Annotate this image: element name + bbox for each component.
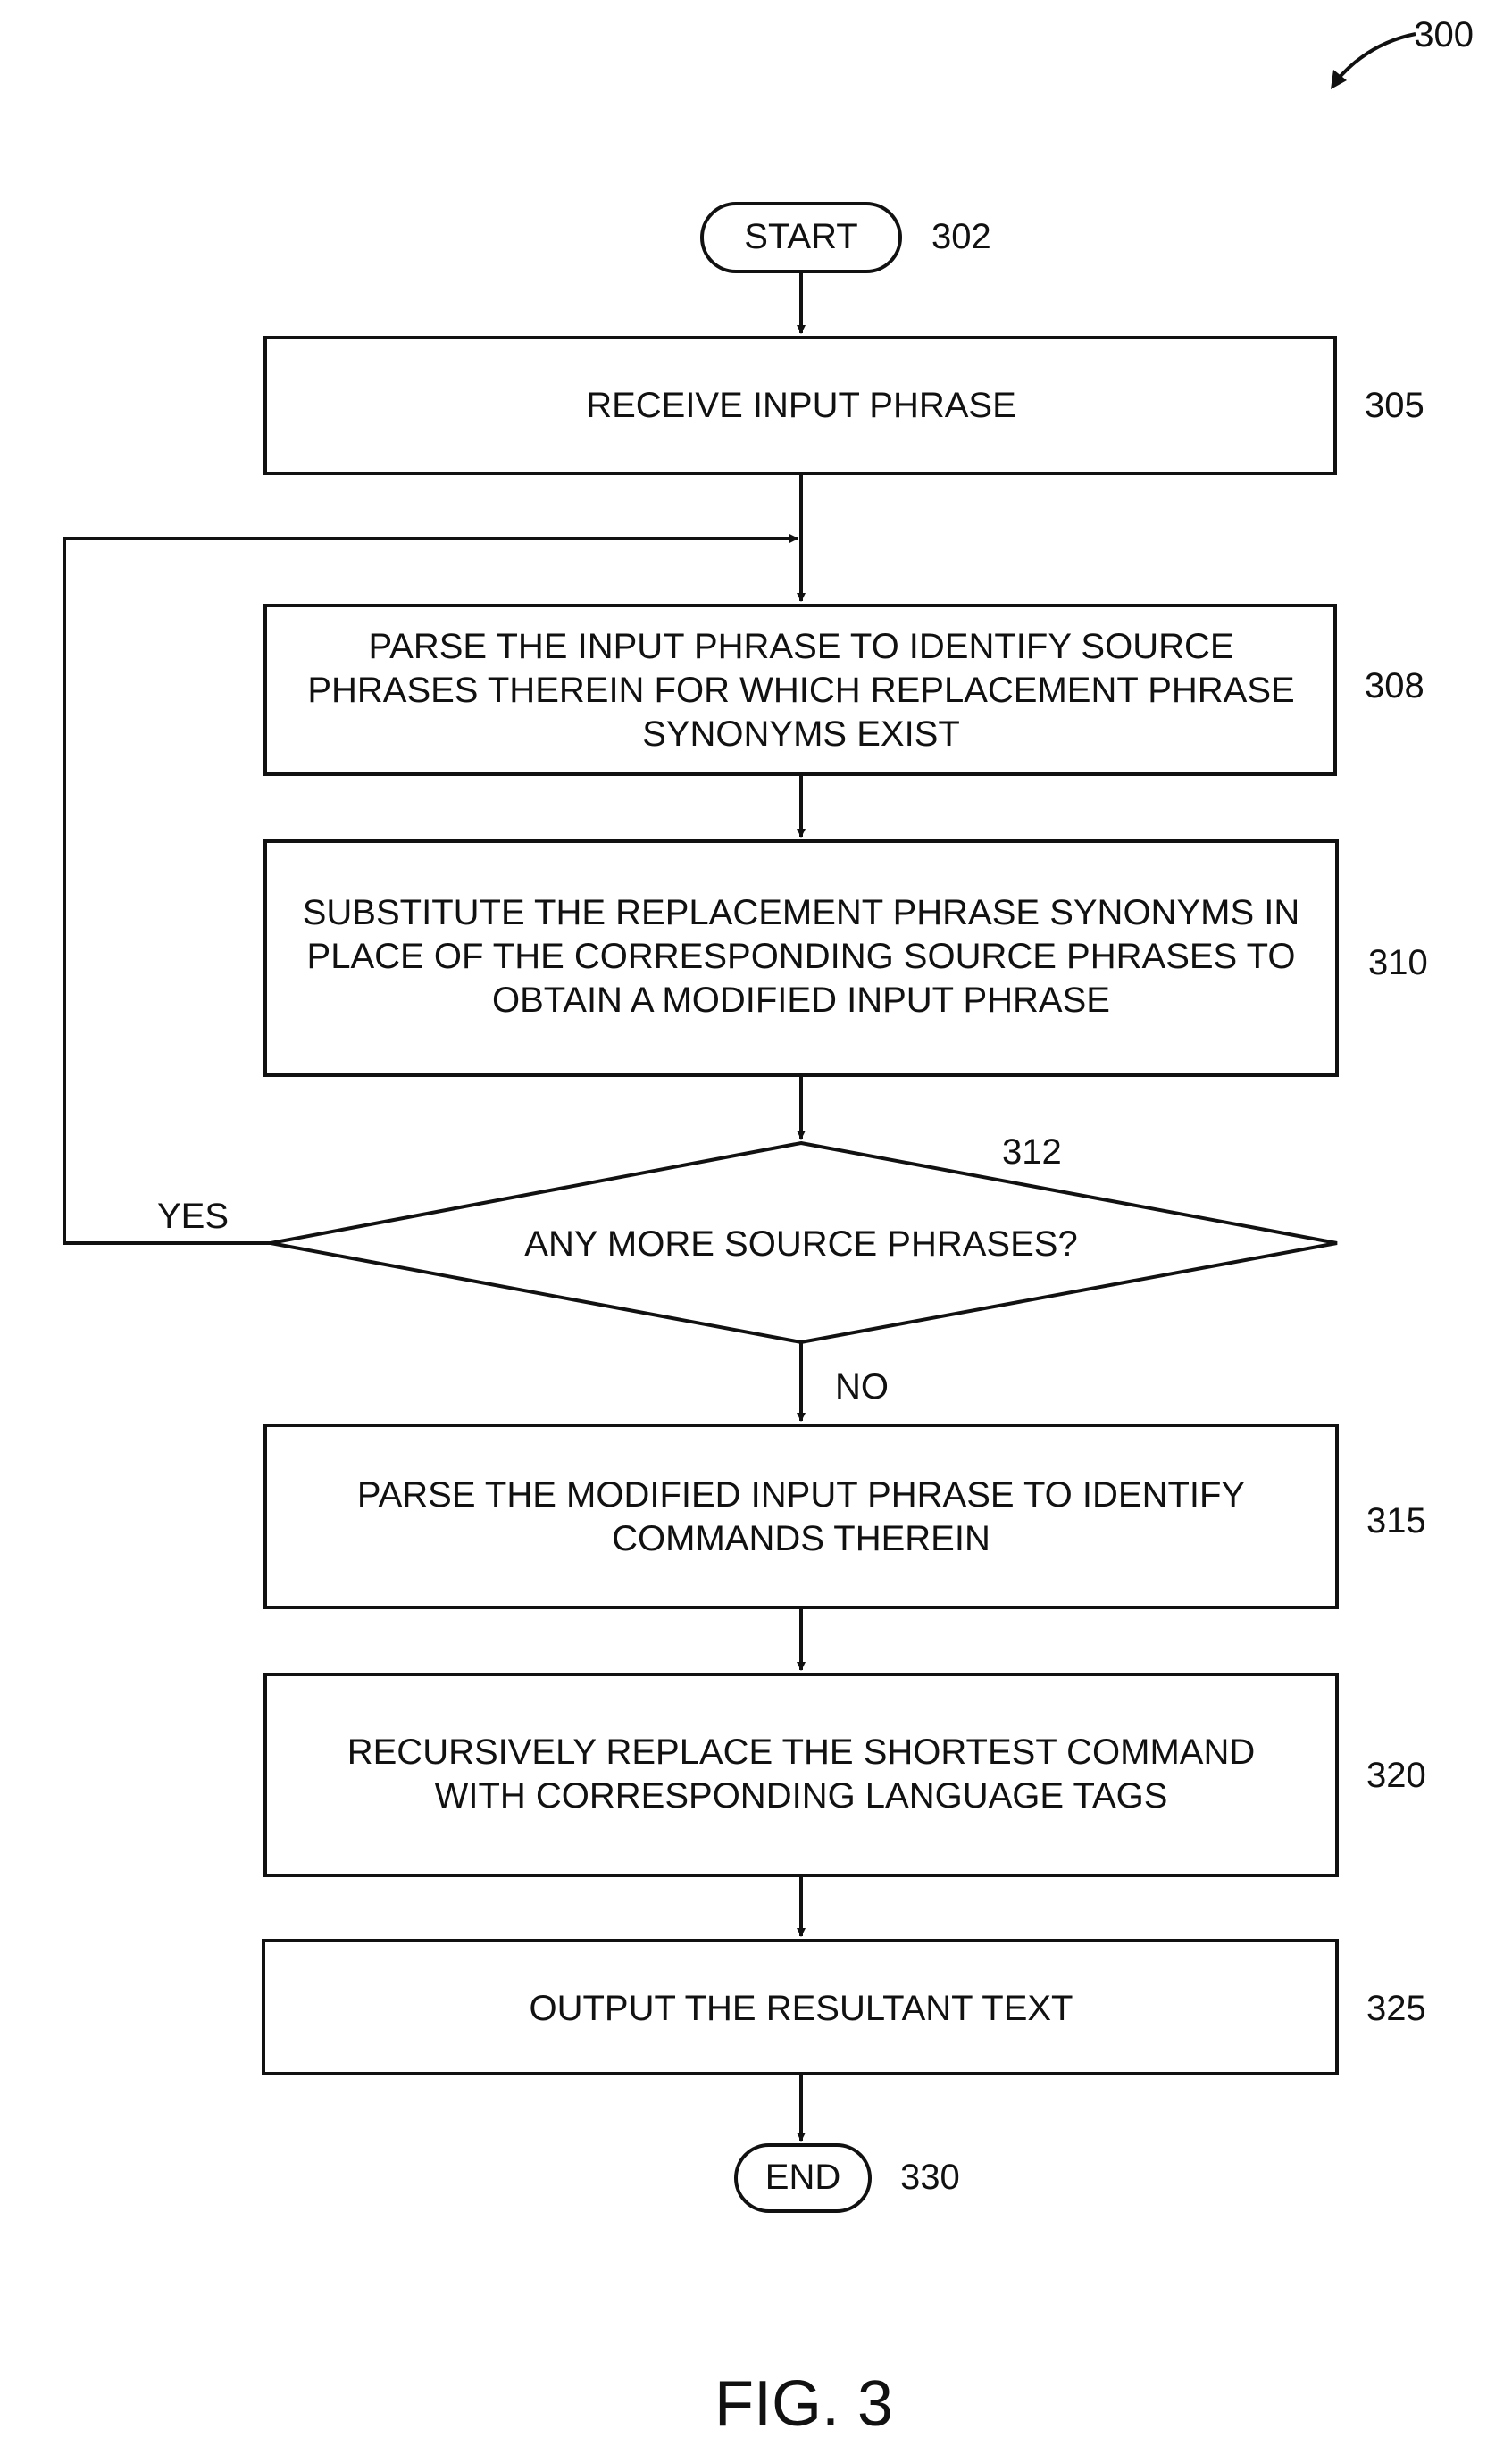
step-305-ref: 305 — [1365, 386, 1424, 425]
step-325-text: OUTPUT THE RESULTANT TEXT — [530, 1989, 1073, 2028]
decision-yes-label: YES — [157, 1197, 229, 1236]
end-ref: 330 — [900, 2158, 960, 2197]
end-label: END — [765, 2158, 840, 2197]
step-305-text: RECEIVE INPUT PHRASE — [586, 386, 1016, 425]
step-320-box — [265, 1674, 1337, 1875]
step-308-ref: 308 — [1365, 666, 1424, 706]
step-315-ref: 315 — [1366, 1501, 1426, 1540]
figure-ref: 300 — [1414, 15, 1474, 54]
step-315-line1: PARSE THE MODIFIED INPUT PHRASE TO IDENT… — [357, 1475, 1245, 1515]
step-310-line1: SUBSTITUTE THE REPLACEMENT PHRASE SYNONY… — [303, 893, 1300, 932]
start-label: START — [744, 217, 857, 256]
step-308-line1: PARSE THE INPUT PHRASE TO IDENTIFY SOURC… — [368, 627, 1233, 666]
step-308-line2: PHRASES THEREIN FOR WHICH REPLACEMENT PH… — [307, 671, 1294, 710]
decision-no-label: NO — [835, 1367, 889, 1407]
step-315-line2: COMMANDS THEREIN — [612, 1519, 990, 1558]
step-320-line2: WITH CORRESPONDING LANGUAGE TAGS — [435, 1776, 1168, 1816]
decision-312-text: ANY MORE SOURCE PHRASES? — [524, 1224, 1077, 1264]
step-325-ref: 325 — [1366, 1989, 1426, 2028]
step-320-ref: 320 — [1366, 1756, 1426, 1795]
step-315-box — [265, 1425, 1337, 1607]
figure-ref-arrow — [1335, 34, 1416, 82]
figure-label: FIG. 3 — [714, 2368, 893, 2438]
step-310-ref: 310 — [1368, 943, 1428, 982]
decision-312-ref: 312 — [1002, 1132, 1062, 1172]
start-ref: 302 — [931, 217, 991, 256]
step-308-line3: SYNONYMS EXIST — [642, 714, 960, 754]
step-320-line1: RECURSIVELY REPLACE THE SHORTEST COMMAND — [347, 1732, 1256, 1772]
step-310-line3: OBTAIN A MODIFIED INPUT PHRASE — [492, 981, 1110, 1020]
step-310-line2: PLACE OF THE CORRESPONDING SOURCE PHRASE… — [307, 937, 1296, 976]
